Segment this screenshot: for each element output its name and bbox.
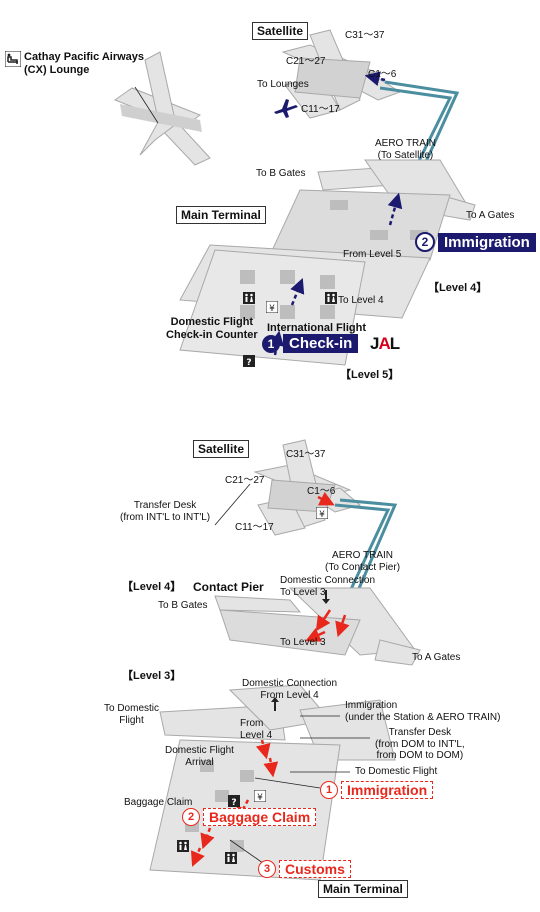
- jal-logo: JAL: [370, 334, 400, 353]
- main-terminal-title-top: Main Terminal: [176, 206, 266, 224]
- restroom-icon: [225, 852, 237, 864]
- aero-train-track-bottom: [334, 498, 398, 601]
- international-flight-label: International Flight: [267, 322, 366, 334]
- transfer-desk-intl-label: Transfer Desk (from INT'L to INT'L): [120, 500, 211, 523]
- immigration-location-label: Immigration (under the Station & AERO TR…: [345, 700, 501, 723]
- to-level3-label: To Level 3: [280, 637, 326, 648]
- from-level5-label: From Level 5: [343, 249, 402, 260]
- arrival-route: [190, 739, 279, 867]
- information-icon: ?: [243, 355, 255, 367]
- restroom-icon: [177, 840, 189, 852]
- transfer-desk-dom-label: Transfer Desk (from DOM to INT'L, from D…: [375, 727, 465, 761]
- to-b-gates-top: To B Gates: [256, 168, 306, 179]
- step-immigration-departure: 2 Immigration: [415, 232, 536, 252]
- level3-label: 【Level 3】: [122, 670, 182, 682]
- currency-exchange-icon: ¥: [254, 790, 266, 802]
- aero-train-label-bottom: AERO TRAIN (To Contact Pier): [325, 550, 401, 573]
- step-customs: 3 Customs: [258, 860, 351, 878]
- contact-pier: [214, 587, 421, 666]
- contact-pier-route: [305, 491, 350, 642]
- level5-label: 【Level 5】: [340, 369, 400, 381]
- restroom-icon: [243, 292, 255, 304]
- to-lounges-label: To Lounges: [257, 79, 309, 90]
- domestic-connection-to-level3: Domestic Connection To Level 3: [280, 575, 376, 598]
- from-level4-label: From Level 4: [240, 718, 273, 741]
- svg-text:¥: ¥: [319, 510, 325, 519]
- step-check-in: 1 Check-in: [262, 334, 359, 353]
- to-domestic-flight-left: To Domestic Flight: [104, 703, 160, 726]
- svg-text:?: ?: [231, 798, 236, 807]
- step-baggage-claim: 2 Baggage Claim: [182, 808, 317, 826]
- svg-text:¥: ¥: [269, 304, 275, 313]
- step-immigration-arrival: 1 Immigration: [320, 781, 434, 799]
- gate-c1-top: C1〜6: [368, 69, 397, 80]
- svg-text:?: ?: [246, 358, 251, 367]
- to-a-gates-top: To A Gates: [466, 210, 515, 221]
- walk-arrow-icon: [322, 590, 330, 604]
- level4-label-top: 【Level 4】: [428, 282, 488, 294]
- cx-lounge-concourse: [113, 51, 211, 166]
- domestic-checkin-label: Domestic Flight Check-in Counter: [166, 316, 258, 341]
- cx-lounge-label: Cathay Pacific Airways (CX) Lounge: [24, 51, 145, 76]
- currency-exchange-icon: ¥: [316, 507, 328, 519]
- currency-exchange-icon: ¥: [266, 301, 278, 313]
- gate-c31-bottom: C31〜37: [286, 449, 326, 460]
- gate-c21-top: C21〜27: [286, 56, 326, 67]
- gate-c31-top: C31〜37: [345, 30, 385, 41]
- gate-c11-bottom: C11〜17: [235, 522, 274, 533]
- gate-c11-top: C11〜17: [301, 104, 340, 115]
- to-domestic-flight-right: To Domestic Flight: [355, 766, 438, 777]
- walk-arrow-icon: [271, 697, 279, 711]
- main-terminal-title-bottom: Main Terminal: [318, 880, 408, 898]
- restroom-icon: [325, 292, 337, 304]
- to-a-gates-bottom: To A Gates: [412, 652, 461, 663]
- lounge-icon: [5, 51, 21, 67]
- gate-c1-bottom: C1〜6: [307, 486, 336, 497]
- airplane-icon: [274, 99, 298, 118]
- gate-c21-bottom: C21〜27: [225, 475, 265, 486]
- baggage-claim-location-label: Baggage Claim: [124, 797, 193, 808]
- satellite-title-top: Satellite: [252, 22, 309, 40]
- svg-text:¥: ¥: [257, 793, 263, 802]
- domestic-connection-from-level4: Domestic Connection From Level 4: [242, 678, 338, 701]
- contact-pier-title: Contact Pier: [193, 580, 264, 594]
- to-level4-label: To Level 4: [338, 295, 384, 306]
- to-b-gates-bottom: To B Gates: [158, 600, 208, 611]
- information-icon: ?: [228, 795, 240, 807]
- satellite-bottom: [253, 439, 362, 536]
- satellite-title-bottom: Satellite: [193, 440, 250, 458]
- level4-label-bottom: 【Level 4】: [122, 581, 182, 593]
- domestic-arrival-label: Domestic Flight Arrival: [165, 745, 234, 768]
- aero-train-label-top: AERO TRAIN (To Satellite): [375, 138, 436, 161]
- aero-train-track-top: [379, 80, 460, 176]
